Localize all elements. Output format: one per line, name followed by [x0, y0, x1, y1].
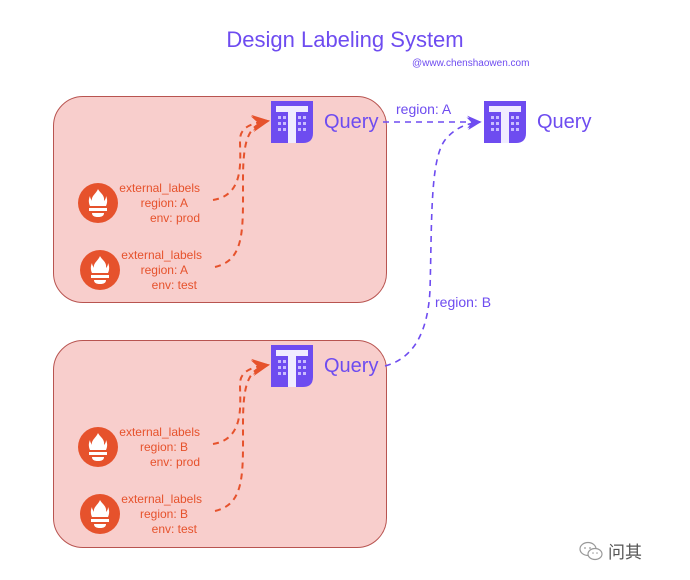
- label-line: region: A: [140, 196, 188, 210]
- thanos-icon: [271, 101, 313, 143]
- watermark: 问其: [578, 538, 642, 563]
- edge-label-region-a: region: A: [394, 101, 454, 117]
- group-a-query-label: Query: [324, 111, 379, 133]
- diagram-title: Design Labeling System: [226, 27, 464, 52]
- prometheus-icon: [80, 250, 120, 290]
- group-b-query[interactable]: [271, 345, 313, 392]
- prometheus-a-test[interactable]: [80, 250, 120, 295]
- watermark-text: 问其: [608, 543, 642, 562]
- global-query-label: Query: [537, 111, 592, 133]
- wechat-icon: [579, 541, 603, 560]
- prometheus-a-prod[interactable]: [78, 183, 118, 228]
- prometheus-icon: [78, 427, 118, 467]
- prometheus-icon: [78, 183, 118, 223]
- prometheus-b-prod-labels: external_labels region: B env: prod: [110, 425, 200, 470]
- prometheus-b-test-labels: external_labels region: B env: test: [112, 492, 202, 537]
- label-line: env: test: [151, 278, 197, 292]
- credit-link: @www.chenshaowen.com: [412, 58, 530, 69]
- label-line: external_labels: [121, 492, 202, 506]
- label-line: env: prod: [149, 211, 200, 225]
- global-query[interactable]: [484, 101, 526, 148]
- edge-label-region-b: region: B: [433, 294, 494, 310]
- label-line: external_labels: [119, 425, 200, 439]
- label-line: env: prod: [149, 455, 200, 469]
- prometheus-a-prod-labels: external_labels region: A env: prod: [110, 181, 200, 226]
- group-b-query-label: Query: [324, 355, 379, 377]
- label-line: external_labels: [121, 248, 202, 262]
- group-a-query[interactable]: [271, 101, 313, 148]
- edge-query-b-to-global: [384, 117, 482, 367]
- thanos-icon: [484, 101, 526, 143]
- label-line: region: B: [139, 440, 188, 454]
- label-line: region: A: [140, 263, 188, 277]
- prometheus-b-test[interactable]: [80, 494, 120, 539]
- prometheus-a-test-labels: external_labels region: A env: test: [112, 248, 202, 293]
- label-line: env: test: [151, 522, 197, 536]
- label-line: region: B: [139, 507, 188, 521]
- thanos-icon: [271, 345, 313, 387]
- prometheus-b-prod[interactable]: [78, 427, 118, 472]
- label-line: external_labels: [119, 181, 200, 195]
- prometheus-icon: [80, 494, 120, 534]
